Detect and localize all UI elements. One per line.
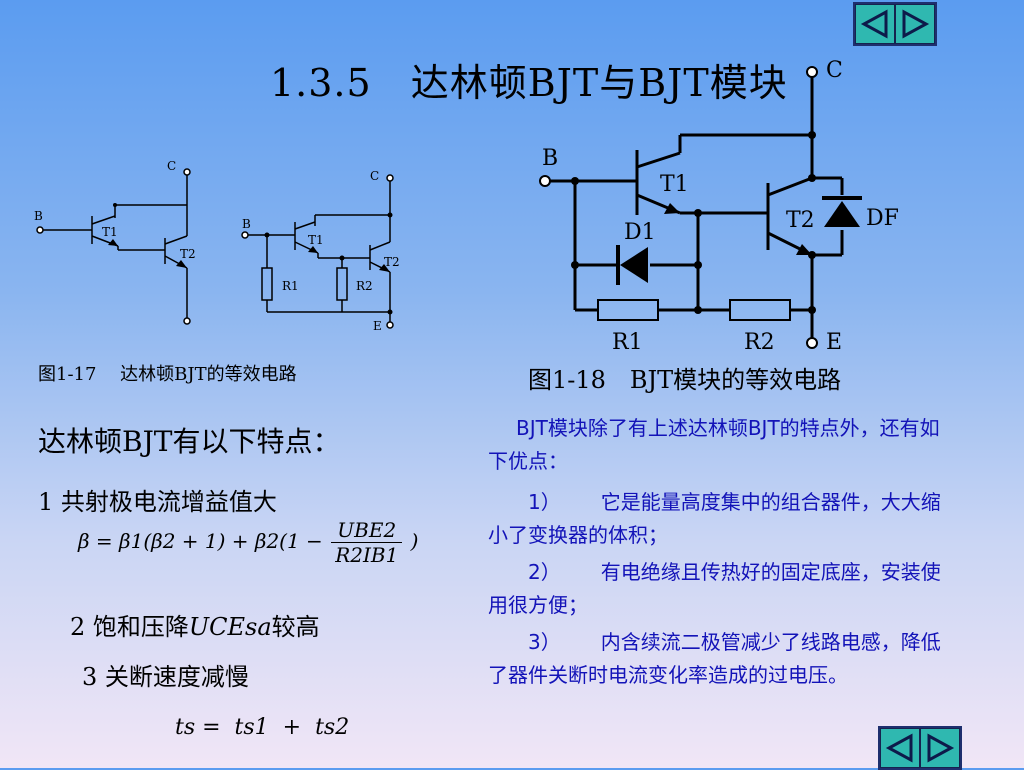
prev-button[interactable] bbox=[880, 728, 920, 768]
formula-ts: ts = ts1 + ts2 bbox=[175, 715, 350, 740]
triangle-right-icon bbox=[927, 733, 955, 763]
left-heading: 达林顿BJT有以下特点： bbox=[38, 425, 341, 458]
advantage-3-num: 3） bbox=[528, 630, 561, 654]
triangle-left-icon bbox=[885, 733, 913, 763]
bottom-nav bbox=[878, 726, 962, 770]
r1-label: R1 bbox=[282, 279, 299, 293]
formula-beta: β = β1(β2 + 1) + β2(1 − UBE2 R2IB1 ) bbox=[78, 518, 418, 567]
e-label: E bbox=[373, 319, 382, 333]
advantage-3: 3）内含续流二极管减少了线路电感，降低了器件关断时电流变化率造成的过电压。 bbox=[488, 626, 958, 692]
point-2: 2 饱和压降UCEsa较高 bbox=[70, 607, 320, 642]
c-label-2: C bbox=[370, 169, 379, 183]
fig17-caption: 图1-17 达林顿BJT的等效电路 bbox=[38, 364, 297, 385]
page-title: 1.3.5 达林顿BJT与BJT模块 bbox=[270, 61, 788, 105]
triangle-right-icon bbox=[902, 9, 930, 39]
next-button[interactable] bbox=[895, 4, 935, 44]
t2-label: T2 bbox=[786, 208, 815, 233]
advantage-3-text: 内含续流二极管减少了线路电感，降低了器件关断时电流变化率造成的过电压。 bbox=[488, 630, 941, 687]
point-2-var: UCEsa bbox=[188, 613, 272, 641]
triangle-left-icon bbox=[860, 9, 888, 39]
b-label-1: B bbox=[34, 209, 43, 223]
r1-label: R1 bbox=[612, 330, 643, 355]
point-1: 1 共射极电流增益值大 bbox=[38, 488, 277, 516]
advantage-1-num: 1） bbox=[528, 490, 561, 514]
fig17-diagram: C B T1 T2 C B T1 T2 R1 R2 E bbox=[34, 159, 400, 333]
intro-paragraph: BJT模块除了有上述达林顿BJT的特点外，还有如下优点： bbox=[488, 416, 940, 473]
r2-label: R2 bbox=[744, 330, 775, 355]
next-button[interactable] bbox=[920, 728, 960, 768]
b-label-2: B bbox=[242, 217, 251, 231]
b-label: B bbox=[542, 146, 558, 171]
formula-lhs: β = β1(β2 + 1) + β2(1 − bbox=[78, 529, 323, 553]
fig18-diagram: C B T1 T2 D1 DF R1 R2 E bbox=[539, 58, 899, 355]
advantage-1-text: 它是能量高度集中的组合器件，大大缩小了变换器的体积； bbox=[488, 490, 941, 547]
e-label: E bbox=[826, 330, 842, 355]
t1-label: T1 bbox=[660, 172, 689, 197]
t1-label-2: T1 bbox=[308, 233, 324, 247]
d1-label: D1 bbox=[624, 220, 656, 245]
r2-label: R2 bbox=[356, 279, 373, 293]
advantage-1: 1）它是能量高度集中的组合器件，大大缩小了变换器的体积； bbox=[488, 486, 958, 552]
prev-button[interactable] bbox=[855, 4, 895, 44]
right-text: BJT模块除了有上述达林顿BJT的特点外，还有如下优点： 1）它是能量高度集中的… bbox=[488, 412, 958, 692]
advantage-2-text: 有电绝缘且传热好的固定底座，安装使用很方便； bbox=[488, 560, 941, 617]
fig18-caption: 图1-18 BJT模块的等效电路 bbox=[528, 366, 842, 394]
point-3: 3 关断速度减慢 bbox=[82, 663, 249, 691]
advantage-2: 2）有电绝缘且传热好的固定底座，安装使用很方便； bbox=[488, 556, 958, 622]
t2-label-1: T2 bbox=[180, 247, 196, 261]
advantage-2-num: 2） bbox=[528, 560, 561, 584]
point-2-suffix: 较高 bbox=[271, 613, 320, 641]
point-2-text: 2 饱和压降 bbox=[70, 613, 189, 641]
df-label: DF bbox=[866, 206, 899, 231]
t2-label-2: T2 bbox=[384, 255, 400, 269]
t1-label-1: T1 bbox=[102, 225, 118, 239]
formula-rhs: ) bbox=[410, 529, 419, 553]
c-label: C bbox=[826, 58, 843, 83]
c-label-1: C bbox=[167, 159, 176, 173]
formula-den: R2IB1 bbox=[335, 543, 399, 567]
formula-num: UBE2 bbox=[331, 518, 403, 543]
top-nav bbox=[853, 2, 937, 46]
